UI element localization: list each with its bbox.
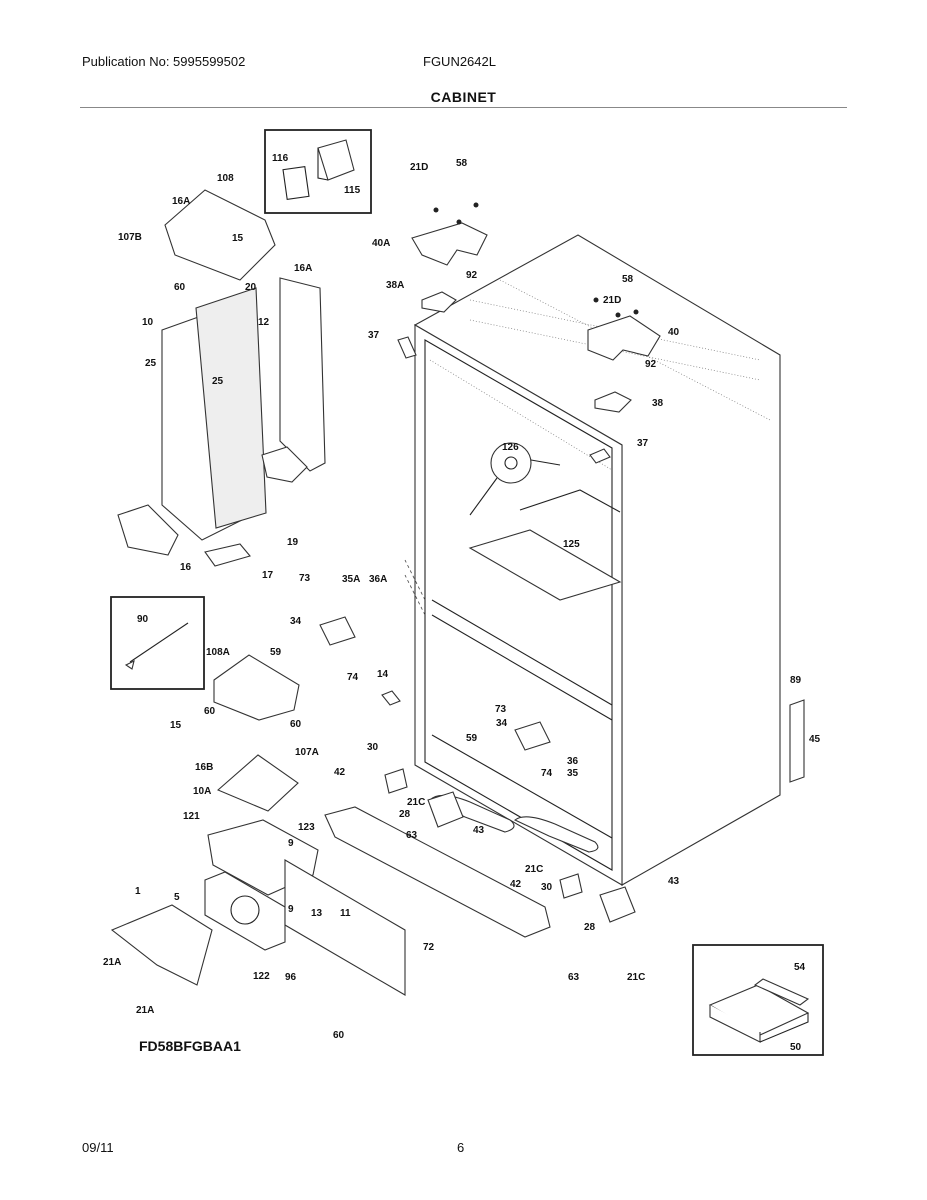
callout-label: 13	[311, 908, 323, 919]
callout-label: 43	[668, 876, 680, 887]
callout-label: 60	[290, 719, 302, 730]
callout-label: 37	[368, 330, 380, 341]
callout-label: 1	[135, 886, 141, 897]
diagram-code: FD58BFGBAA1	[139, 1038, 241, 1054]
callout-label: 30	[541, 882, 553, 893]
callout-label: 17	[262, 570, 274, 581]
callout-label: 63	[568, 972, 580, 983]
callout-label: 34	[290, 616, 302, 627]
header-rule	[80, 107, 847, 108]
callout-label: 125	[563, 539, 580, 550]
callout-label: 15	[170, 720, 182, 731]
callout-label: 58	[622, 274, 634, 285]
top-hinge-brackets	[411, 202, 661, 413]
callout-label: 116	[272, 153, 289, 164]
callout-label: 72	[423, 942, 435, 953]
callout-label: 96	[285, 972, 297, 983]
inset-box-tool	[110, 596, 205, 690]
callout-label: 73	[299, 573, 311, 584]
callout-label: 50	[790, 1042, 802, 1053]
callout-label: 74	[347, 672, 359, 683]
ice-maker-housing	[117, 189, 326, 567]
callout-label: 21D	[410, 162, 428, 173]
callout-labels: 116 115 108 16A 107B 15 16A 60 20 10 12 …	[103, 153, 821, 1053]
callout-label: 90	[137, 614, 149, 625]
callout-label: 92	[466, 270, 478, 281]
callout-label: 20	[245, 282, 257, 293]
callout-label: 16A	[294, 263, 312, 274]
callout-label: 40	[668, 327, 680, 338]
callout-label: 21A	[136, 1005, 154, 1016]
callout-label: 15	[232, 233, 244, 244]
callout-label: 5	[174, 892, 180, 903]
callout-label: 35	[567, 768, 579, 779]
callout-label: 19	[287, 537, 299, 548]
callout-label: 16B	[195, 762, 213, 773]
lower-hinge-assemblies	[319, 616, 636, 923]
callout-label: 34	[496, 718, 508, 729]
callout-label: 21D	[603, 295, 621, 306]
callout-label: 59	[466, 733, 478, 744]
model-number: FGUN2642L	[423, 54, 496, 69]
page-number: 6	[457, 1140, 465, 1155]
callout-label: 16A	[172, 196, 190, 207]
callout-label: 73	[495, 704, 507, 715]
callout-label: 126	[502, 442, 519, 453]
callout-label: 121	[183, 811, 200, 822]
dispenser-assembly	[110, 654, 551, 996]
callout-label: 59	[270, 647, 282, 658]
callout-label: 38A	[386, 280, 404, 291]
callout-label: 42	[510, 879, 522, 890]
callout-label: 28	[399, 809, 411, 820]
callout-label: 30	[367, 742, 379, 753]
callout-label: 108A	[206, 647, 230, 658]
callout-label: 40A	[372, 238, 390, 249]
callout-label: 58	[456, 158, 468, 169]
callout-label: 21C	[407, 797, 425, 808]
callout-label: 12	[258, 317, 270, 328]
callout-label: 25	[212, 376, 224, 387]
callout-label: 9	[288, 838, 294, 849]
callout-label: 89	[790, 675, 802, 686]
callout-label: 35A	[342, 574, 360, 585]
callout-label: 108	[217, 173, 234, 184]
page-title: CABINET	[430, 89, 497, 105]
callout-label: 14	[377, 669, 389, 680]
inset-box-seal	[264, 129, 372, 214]
callout-label: 54	[794, 962, 806, 973]
callout-label: 122	[253, 971, 270, 982]
callout-label: 16	[180, 562, 192, 573]
callout-label: 21C	[627, 972, 645, 983]
callout-label: 11	[340, 908, 351, 919]
callout-label: 63	[406, 830, 418, 841]
callout-label: 123	[298, 822, 315, 833]
callout-label: 25	[145, 358, 157, 369]
callout-label: 60	[174, 282, 186, 293]
callout-label: 42	[334, 767, 346, 778]
callout-label: 36	[567, 756, 579, 767]
cabinet-body	[397, 234, 805, 886]
callout-label: 107B	[118, 232, 142, 243]
callout-label: 60	[204, 706, 216, 717]
callout-label: 9	[288, 904, 294, 915]
callout-label: 21C	[525, 864, 543, 875]
callout-label: 38	[652, 398, 664, 409]
callout-label: 10A	[193, 786, 211, 797]
callout-label: 74	[541, 768, 553, 779]
callout-label: 92	[645, 359, 657, 370]
callout-label: 115	[344, 185, 361, 196]
callout-label: 37	[637, 438, 649, 449]
callout-label: 21A	[103, 957, 121, 968]
inset-box-ice-bin	[692, 944, 824, 1056]
callout-label: 28	[584, 922, 596, 933]
callout-label: 36A	[369, 574, 387, 585]
publication-number: Publication No: 5995599502	[82, 54, 246, 69]
callout-label: 60	[333, 1030, 345, 1041]
callout-label: 43	[473, 825, 485, 836]
publication-date: 09/11	[82, 1140, 114, 1155]
callout-label: 107A	[295, 747, 319, 758]
callout-label: 10	[142, 317, 154, 328]
callout-label: 45	[809, 734, 821, 745]
